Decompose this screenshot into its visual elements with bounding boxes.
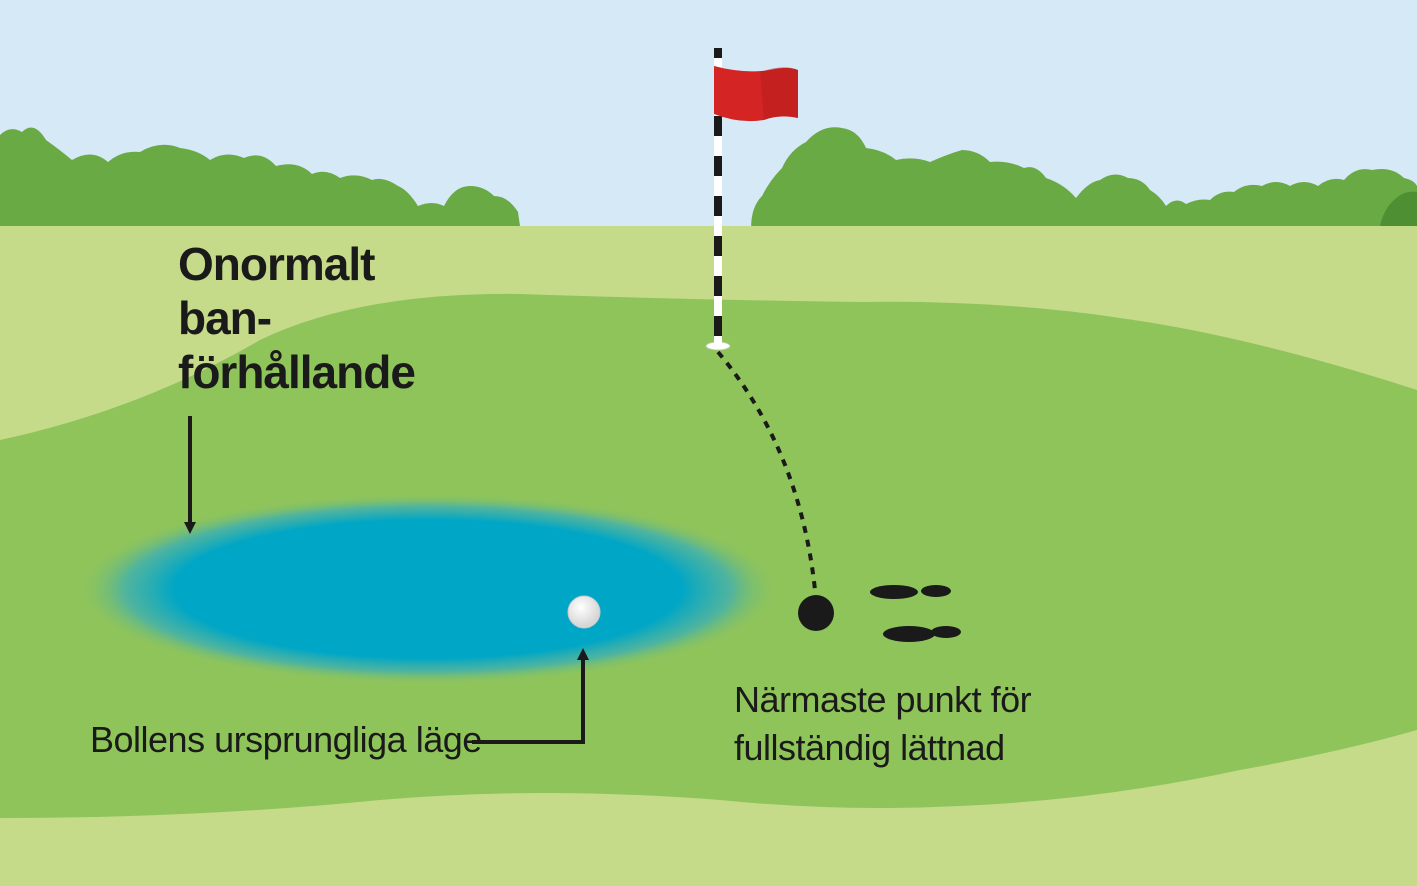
distance-line bbox=[716, 350, 817, 591]
ball-arrow bbox=[472, 648, 589, 744]
ball-position-label: Bollens ursprungliga läge bbox=[90, 719, 482, 760]
footprints-icon bbox=[870, 585, 961, 642]
condition-title: Onormalt ban- förhållande bbox=[178, 238, 415, 398]
relief-point-label: Närmaste punkt för fullständig lättnad bbox=[734, 679, 1041, 768]
relief-point-marker bbox=[798, 595, 834, 631]
flagstick bbox=[705, 48, 798, 351]
water-area bbox=[76, 493, 780, 685]
golf-ball-icon bbox=[567, 595, 601, 629]
